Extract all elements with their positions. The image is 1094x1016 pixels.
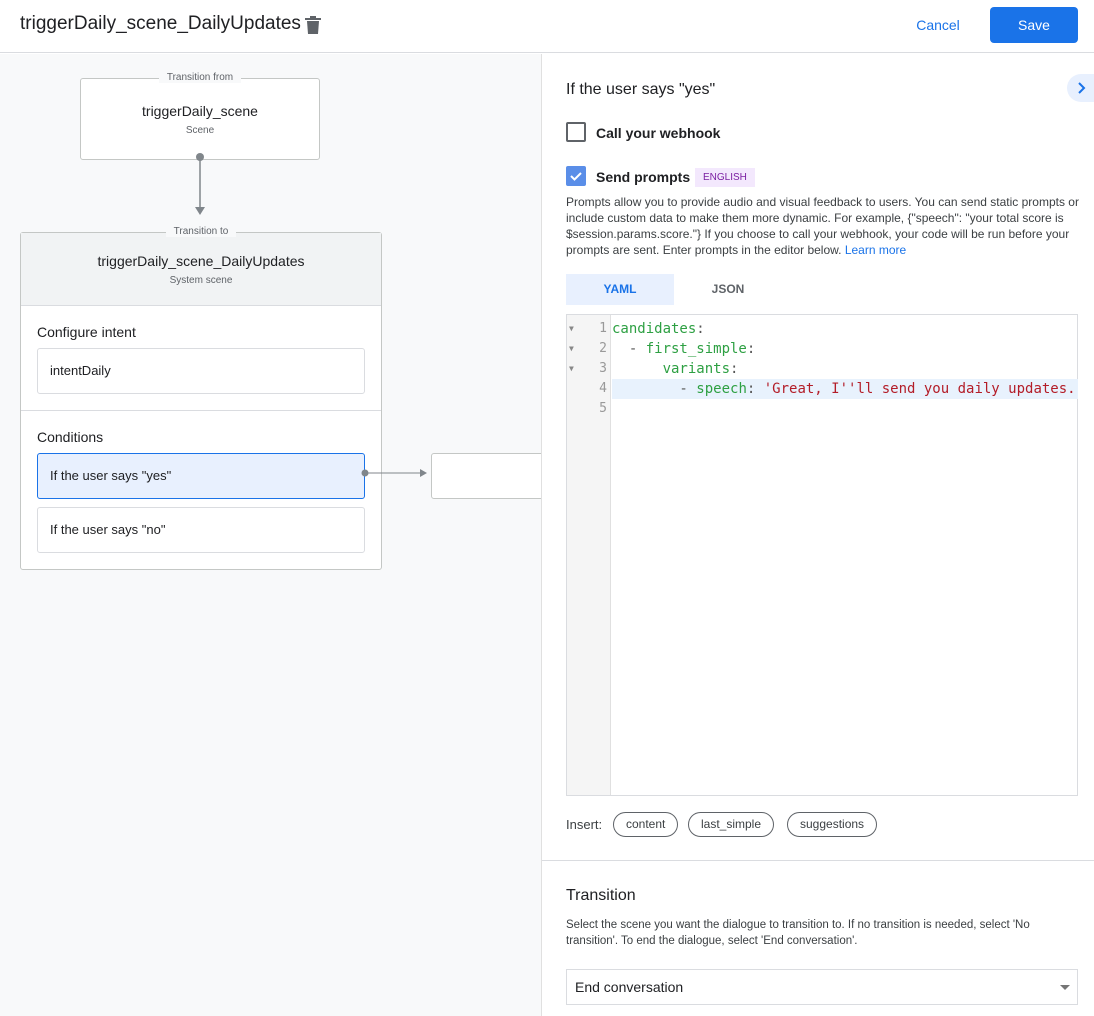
line-number: ▼1 (567, 319, 611, 339)
condition-connector-arrow (361, 469, 427, 477)
send-prompts-checkbox[interactable] (566, 166, 586, 186)
chevron-right-icon (1078, 82, 1086, 94)
from-scene-name: triggerDaily_scene (142, 103, 258, 119)
line-number: 4 (599, 381, 607, 396)
insert-chip-last-simple[interactable]: last_simple (688, 812, 775, 837)
tab-yaml[interactable]: YAML (566, 274, 674, 305)
insert-label: Insert: (566, 817, 603, 832)
code-editor[interactable]: ▼1▼2▼3 4 5 candidates: - first_simple: var… (566, 314, 1078, 796)
check-icon (570, 172, 582, 181)
learn-more-link[interactable]: Learn more (844, 243, 907, 257)
webhook-label: Call your webhook (596, 125, 721, 141)
delete-icon[interactable] (304, 15, 322, 35)
fold-icon[interactable]: ▼ (569, 324, 574, 333)
transition-to-node: Transition to triggerDaily_scene_DailyUp… (20, 226, 382, 570)
code-line: - first_simple: (612, 341, 756, 357)
configure-intent-label: Configure intent (37, 324, 136, 340)
scene-canvas: Transition from triggerDaily_scene Scene… (0, 54, 542, 1016)
top-bar: triggerDaily_scene_DailyUpdates Cancel S… (0, 0, 1094, 53)
code-line: candidates: (612, 321, 705, 337)
transition-from-node[interactable]: Transition from triggerDaily_scene Scene (80, 72, 320, 160)
transition-heading: Transition (566, 887, 636, 904)
to-scene-name: triggerDaily_scene_DailyUpdates (97, 253, 305, 269)
language-badge: ENGLISH (695, 168, 755, 187)
send-prompts-label: Send prompts (596, 169, 691, 185)
code-line (612, 399, 1078, 419)
transition-select-value: End conversation (575, 979, 684, 995)
to-scene-type: System scene (169, 275, 233, 286)
transition-from-label: Transition from (158, 72, 242, 83)
fold-icon[interactable]: ▼ (569, 344, 574, 353)
fold-icon[interactable]: ▼ (569, 364, 574, 373)
connector-arrow (195, 153, 205, 215)
transition-description: Select the scene you want the dialogue t… (566, 919, 1030, 947)
page-title: triggerDaily_scene_DailyUpdates (20, 13, 301, 34)
intent-item[interactable]: intentDaily (37, 348, 365, 394)
line-number: 5 (599, 401, 607, 416)
panel-heading: If the user says "yes" (566, 81, 716, 98)
condition-panel: If the user says "yes" Call your webhook… (542, 54, 1094, 1016)
divider (542, 860, 1094, 861)
line-gutter: ▼1▼2▼3 4 5 (567, 315, 611, 795)
cancel-button[interactable]: Cancel (904, 8, 972, 42)
condition-no[interactable]: If the user says "no" (37, 507, 365, 553)
line-number: ▼2 (567, 339, 611, 359)
dropdown-arrow-icon (1060, 985, 1070, 990)
condition-yes[interactable]: If the user says "yes" (37, 453, 365, 499)
save-button[interactable]: Save (990, 7, 1078, 43)
insert-chip-content[interactable]: content (613, 812, 679, 837)
transition-to-label: Transition to (165, 226, 237, 237)
code-line: variants: (662, 361, 739, 377)
collapse-panel-button[interactable] (1067, 74, 1094, 102)
tab-json[interactable]: JSON (711, 282, 745, 296)
webhook-checkbox[interactable] (566, 122, 586, 142)
conditions-label: Conditions (37, 429, 104, 445)
insert-chip-suggestions[interactable]: suggestions (787, 812, 878, 837)
from-scene-type: Scene (185, 125, 215, 136)
line-number: ▼3 (567, 359, 611, 379)
target-node-placeholder[interactable] (431, 453, 541, 499)
transition-select[interactable]: End conversation (566, 969, 1078, 1005)
prompts-description: Prompts allow you to provide audio and v… (566, 195, 1079, 257)
code-line: - speech: 'Great, I''ll send you daily u… (612, 379, 1078, 399)
